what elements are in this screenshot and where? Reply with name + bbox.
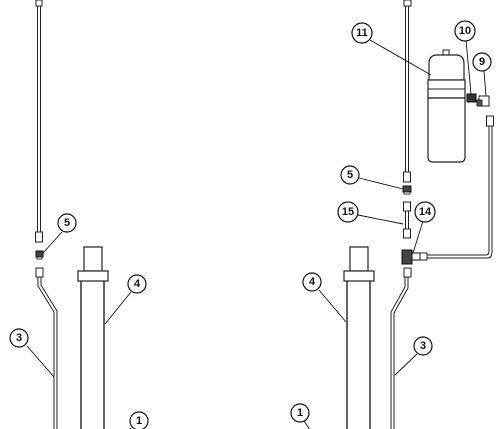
callout-right-10: 10	[454, 20, 476, 42]
callout-right-3: 3	[413, 336, 433, 356]
svg-text:3: 3	[420, 340, 426, 352]
leader-left-3	[26, 345, 55, 378]
right-fitting-5	[402, 185, 412, 195]
right-elbow-9	[476, 95, 490, 107]
right-bent-tube-3	[390, 267, 412, 429]
svg-text:4: 4	[309, 276, 316, 288]
svg-text:14: 14	[419, 206, 432, 218]
leader-right-3	[394, 353, 418, 376]
right-assembly: 11 10 9 5 15 14 4 3	[290, 0, 494, 429]
svg-text:1: 1	[136, 415, 142, 427]
right-side-line	[427, 115, 494, 259]
svg-text:10: 10	[459, 25, 471, 37]
leader-right-1	[303, 420, 311, 429]
svg-text:5: 5	[347, 169, 353, 181]
left-bent-tube-3	[35, 267, 58, 429]
leader-right-11	[369, 39, 432, 76]
callout-left-1: 1	[129, 411, 149, 429]
callout-left-4: 4	[127, 274, 147, 294]
callout-right-1: 1	[290, 403, 310, 423]
svg-text:11: 11	[356, 27, 368, 39]
svg-text:15: 15	[342, 206, 354, 218]
right-tee-fitting-14	[401, 249, 428, 265]
right-riser-pipe-4	[343, 246, 375, 429]
right-fitting-10	[466, 93, 477, 103]
callout-right-14: 14	[414, 201, 436, 223]
left-fitting-5	[35, 250, 44, 260]
callout-left-3: 3	[9, 328, 29, 348]
leader-right-10	[465, 39, 472, 95]
leader-right-14	[412, 220, 424, 254]
callout-left-5: 5	[57, 213, 77, 233]
leader-right-5	[358, 177, 404, 190]
svg-text:4: 4	[134, 278, 141, 290]
leader-left-5	[42, 231, 63, 254]
svg-text:3: 3	[16, 332, 22, 344]
svg-text:5: 5	[64, 217, 70, 229]
callout-right-11: 11	[351, 22, 373, 44]
left-riser-pipe-4	[77, 246, 109, 429]
svg-text:1: 1	[297, 407, 303, 419]
callout-right-9: 9	[472, 52, 492, 72]
callout-right-4: 4	[302, 272, 322, 292]
leader-right-4	[318, 289, 347, 323]
callout-right-15: 15	[337, 201, 359, 223]
right-supply-tube	[403, 0, 412, 183]
callout-right-5: 5	[340, 165, 360, 185]
right-short-tube-15	[403, 201, 411, 239]
svg-text:9: 9	[479, 56, 485, 68]
leader-right-9	[483, 70, 487, 97]
leader-left-4	[104, 291, 132, 325]
left-supply-tube	[35, 0, 43, 243]
left-assembly: 5 4 3 1	[9, 0, 149, 429]
leader-right-15	[357, 214, 404, 225]
right-filter-cartridge-11	[427, 49, 466, 163]
